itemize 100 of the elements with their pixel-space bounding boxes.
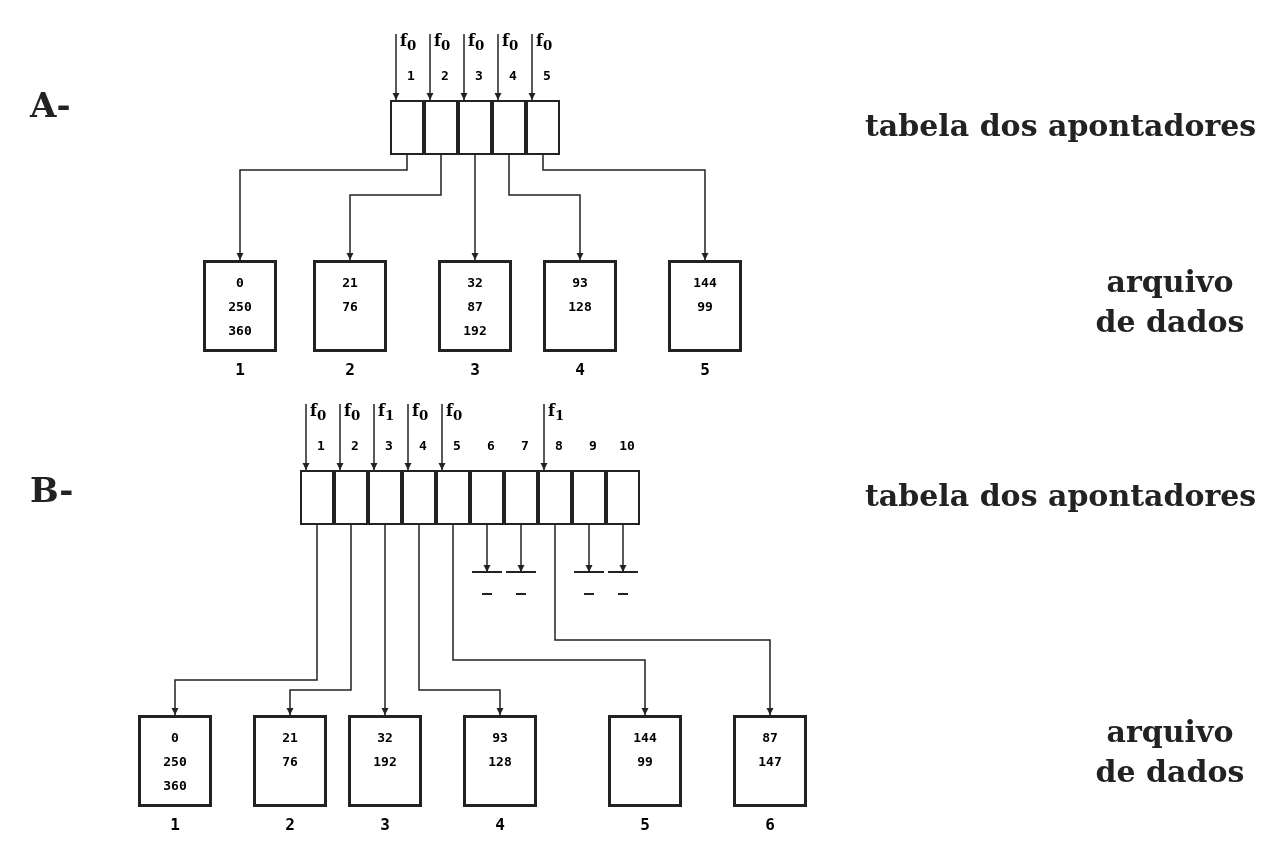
- record-key: 32: [467, 271, 483, 295]
- block-number: 4: [494, 815, 506, 834]
- pointer-cell: [470, 470, 504, 525]
- record-key: 21: [282, 726, 298, 750]
- record-block: [253, 715, 327, 807]
- record-key: 360: [228, 319, 252, 343]
- record-key: 192: [373, 750, 397, 774]
- table-caption: tabela dos apontadores: [865, 478, 1257, 513]
- arrow: [236, 154, 408, 261]
- record-key: 87: [467, 295, 483, 319]
- record-key: 128: [488, 750, 512, 774]
- arrow: [438, 403, 446, 471]
- file-caption: arquivo de dados: [1095, 713, 1245, 791]
- record-key: 250: [163, 750, 187, 774]
- cell-number: 3: [384, 438, 394, 453]
- record-key: 250: [228, 295, 252, 319]
- record-block: [608, 715, 682, 807]
- record-key: 32: [377, 726, 393, 750]
- record-block: [348, 715, 422, 807]
- cell-number: 9: [588, 438, 598, 453]
- record-key: 144: [693, 271, 717, 295]
- file-caption: arquivo de dados: [1095, 263, 1245, 341]
- record-key: 128: [568, 295, 592, 319]
- arrow: [471, 154, 479, 261]
- record-key: 360: [163, 774, 187, 798]
- panel-letter: A-: [30, 85, 71, 125]
- pointer-cell: [458, 100, 492, 155]
- pointer-cell: [572, 470, 606, 525]
- record-block: [543, 260, 617, 352]
- cell-number: 5: [452, 438, 462, 453]
- arrow: [619, 524, 627, 573]
- pointer-cell: [538, 470, 572, 525]
- pointer-cell: [390, 100, 424, 155]
- record-block: [203, 260, 277, 352]
- pointer-cell: [402, 470, 436, 525]
- record-block: [313, 260, 387, 352]
- arrow: [483, 524, 491, 573]
- arrow: [381, 524, 389, 716]
- record-key: 192: [463, 319, 487, 343]
- cell-number: 4: [418, 438, 428, 453]
- record-key: 21: [342, 271, 358, 295]
- arrow: [286, 524, 352, 716]
- arrow: [585, 524, 593, 573]
- cell-number: 1: [406, 68, 416, 83]
- block-number: 1: [234, 360, 246, 379]
- record-key: 87: [762, 726, 778, 750]
- arrow: [554, 524, 774, 716]
- arrow: [346, 154, 442, 261]
- arrow: [460, 33, 468, 101]
- record-key: 93: [492, 726, 508, 750]
- block-number: 3: [379, 815, 391, 834]
- arrow: [540, 403, 548, 471]
- record-key: 147: [758, 750, 782, 774]
- cell-number: 1: [316, 438, 326, 453]
- cell-number: 5: [542, 68, 552, 83]
- arrow: [508, 154, 584, 261]
- arrow: [542, 154, 709, 261]
- pointer-cell: [368, 470, 402, 525]
- pointer-cell: [606, 470, 640, 525]
- record-key: 99: [697, 295, 713, 319]
- cell-number: 6: [486, 438, 496, 453]
- block-number: 2: [284, 815, 296, 834]
- table-caption: tabela dos apontadores: [865, 108, 1257, 143]
- record-key: 76: [342, 295, 358, 319]
- cell-number: 4: [508, 68, 518, 83]
- cell-number: 7: [520, 438, 530, 453]
- block-number: 5: [639, 815, 651, 834]
- record-key: 0: [236, 271, 244, 295]
- block-number: 2: [344, 360, 356, 379]
- cell-number: 2: [350, 438, 360, 453]
- block-number: 5: [699, 360, 711, 379]
- cell-number: 8: [554, 438, 564, 453]
- arrow: [494, 33, 502, 101]
- block-number: 4: [574, 360, 586, 379]
- cell-number: 2: [440, 68, 450, 83]
- pointer-cell: [526, 100, 560, 155]
- record-block: [438, 260, 512, 352]
- arrow: [171, 524, 318, 716]
- panel-letter: B-: [30, 470, 74, 510]
- pointer-cell: [300, 470, 334, 525]
- cell-number: 3: [474, 68, 484, 83]
- record-block: [463, 715, 537, 807]
- arrow: [418, 524, 504, 716]
- record-key: 76: [282, 750, 298, 774]
- arrow: [404, 403, 412, 471]
- arrow: [370, 403, 378, 471]
- pointer-cell: [424, 100, 458, 155]
- arrow: [452, 524, 649, 716]
- record-key: 99: [637, 750, 653, 774]
- arrow: [392, 33, 400, 101]
- pointer-cell: [504, 470, 538, 525]
- pointer-cell: [492, 100, 526, 155]
- arrow: [302, 403, 310, 471]
- arrow: [517, 524, 525, 573]
- record-block: [668, 260, 742, 352]
- arrow: [528, 33, 536, 101]
- record-block: [138, 715, 212, 807]
- record-key: 144: [633, 726, 657, 750]
- record-key: 0: [171, 726, 179, 750]
- block-number: 1: [169, 815, 181, 834]
